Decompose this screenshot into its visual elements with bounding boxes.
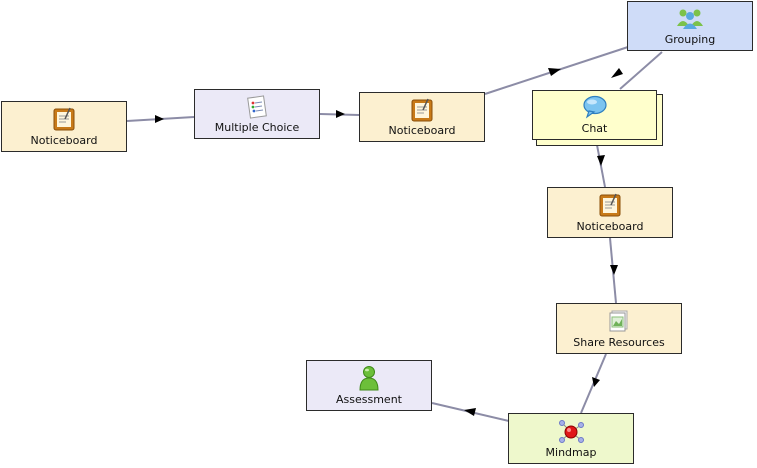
- node-chat[interactable]: Chat: [532, 90, 657, 140]
- arrowhead: [155, 115, 164, 123]
- arrowhead: [464, 408, 476, 416]
- arrowhead: [597, 155, 605, 166]
- noticeboard-icon: [411, 98, 433, 125]
- arrowhead: [592, 377, 600, 387]
- node-label: Noticeboard: [576, 220, 644, 233]
- node-label: Assessment: [336, 393, 402, 406]
- node-share-resources[interactable]: Share Resources: [556, 303, 682, 354]
- node-label: Noticeboard: [388, 124, 456, 137]
- group-people-icon: [675, 6, 705, 33]
- arrowhead: [548, 68, 561, 76]
- node-label: Noticeboard: [30, 134, 98, 147]
- arrowhead: [611, 68, 623, 78]
- node-grouping[interactable]: Grouping: [627, 1, 753, 51]
- mindmap-icon: [557, 418, 585, 447]
- node-noticeboard-3[interactable]: Noticeboard: [547, 187, 673, 238]
- node-mindmap[interactable]: Mindmap: [508, 413, 634, 464]
- noticeboard-icon: [53, 107, 75, 134]
- arrowhead: [336, 110, 345, 118]
- noticeboard-icon: [599, 193, 621, 220]
- speech-bubble-icon: [582, 95, 608, 122]
- node-label: Share Resources: [573, 336, 665, 349]
- node-label: Multiple Choice: [214, 121, 300, 134]
- node-noticeboard-1[interactable]: Noticeboard: [1, 101, 127, 152]
- node-assessment[interactable]: Assessment: [306, 360, 432, 411]
- node-label: Chat: [581, 122, 608, 135]
- checklist-icon: [246, 95, 268, 122]
- node-label: Mindmap: [545, 446, 597, 459]
- connector-grouping-to-chat: [619, 51, 663, 90]
- node-noticeboard-2[interactable]: Noticeboard: [359, 92, 485, 142]
- resources-icon: [607, 309, 631, 336]
- node-multiple-choice[interactable]: Multiple Choice: [194, 89, 320, 139]
- arrowhead: [610, 265, 618, 275]
- person-icon: [358, 365, 380, 394]
- node-label: Grouping: [664, 33, 716, 46]
